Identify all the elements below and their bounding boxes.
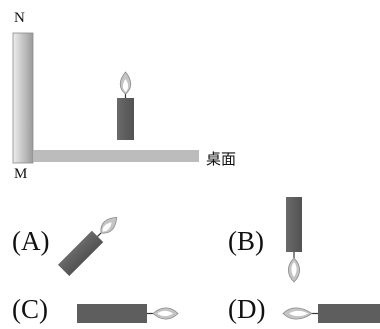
table-surface xyxy=(33,150,199,162)
option-a-label: (A) xyxy=(12,226,50,256)
option-c-candle xyxy=(77,304,179,323)
option-b-label: (B) xyxy=(228,226,264,256)
point-m-label: M xyxy=(14,166,28,182)
option-d-candle xyxy=(282,304,380,323)
option-b-candle xyxy=(286,197,302,283)
point-n-label: N xyxy=(14,10,25,26)
vertical-mirror xyxy=(12,32,34,164)
option-a-candle xyxy=(57,216,118,277)
option-c-label: (C) xyxy=(12,294,48,324)
option-d-label: (D) xyxy=(228,294,266,324)
main-candle xyxy=(117,71,134,140)
table-label: 桌面 xyxy=(206,150,237,168)
